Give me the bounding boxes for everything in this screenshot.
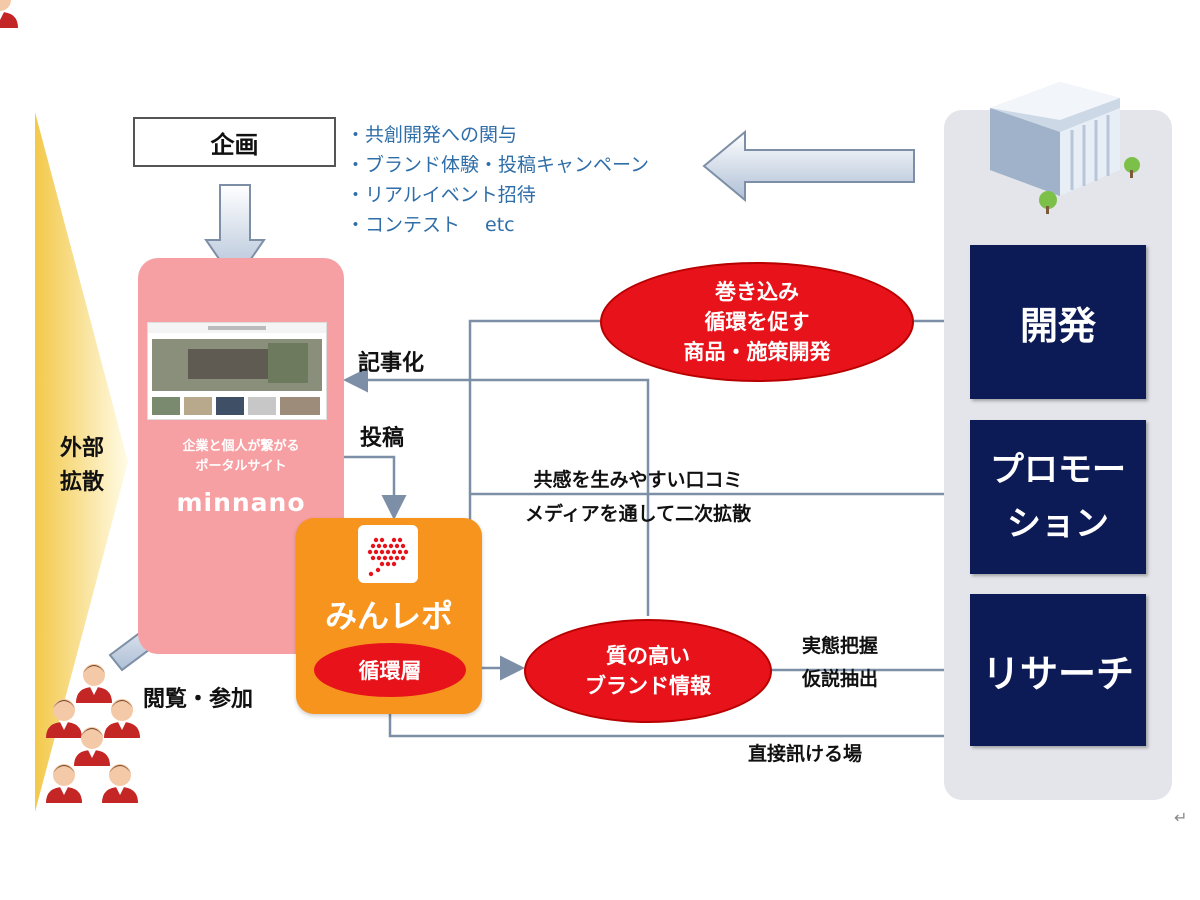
research-box: リサーチ [970, 594, 1146, 746]
planning-title: 企画 [210, 130, 259, 159]
planning-box: 企画 [133, 117, 336, 167]
portal-subtitle: 企業と個人が繋がる ポータルサイト [182, 439, 300, 474]
circulation-layer-label: 循環層 [358, 659, 422, 683]
portal-name: minnano [176, 488, 306, 517]
return-mark-icon: ↵ [1174, 808, 1188, 827]
feedback-block-arrow [702, 129, 915, 203]
connector-post [344, 455, 407, 520]
grasp-label: 実態把握 仮説抽出 [802, 635, 879, 690]
planning-item: ・リアルイベント招待 [346, 184, 536, 206]
secondary-diffusion-label: 共感を生みやすい口コミ メディアを通して二次拡散 [525, 469, 752, 525]
external-diffusion-label: 外部 拡散 [59, 436, 104, 495]
involvement-ellipse: 巻き込み 循環を促す 商品・施策開発 [600, 262, 914, 382]
minrepo-logo-icon [358, 525, 418, 583]
connector-article [343, 367, 650, 616]
browse-label: 閲覧・参加 [143, 687, 254, 712]
article-label: 記事化 [358, 351, 425, 376]
site-screenshot-image [147, 322, 327, 420]
post-label: 投稿 [360, 426, 405, 451]
brand-info-ellipse: 質の高い ブランド情報 [524, 619, 772, 723]
planning-item: ・ブランド体験・投稿キャンペーン [346, 154, 650, 176]
minrepo-name: みんレポ [324, 597, 453, 635]
promotion-box: プロモー ション [970, 420, 1146, 574]
planning-item: ・共創開発への関与 [346, 124, 518, 146]
planning-item: ・コンテスト etc [346, 214, 515, 236]
planning-list: ・共創開発への関与 ・ブランド体験・投稿キャンペーン ・リアルイベント招待 ・コ… [346, 120, 649, 240]
diffusion-triangle [35, 112, 128, 812]
circulation-layer-ellipse: 循環層 [314, 643, 466, 697]
connector-direct [388, 714, 971, 749]
direct-ask-label: 直接訊ける場 [748, 743, 863, 765]
development-box: 開発 [970, 245, 1146, 399]
